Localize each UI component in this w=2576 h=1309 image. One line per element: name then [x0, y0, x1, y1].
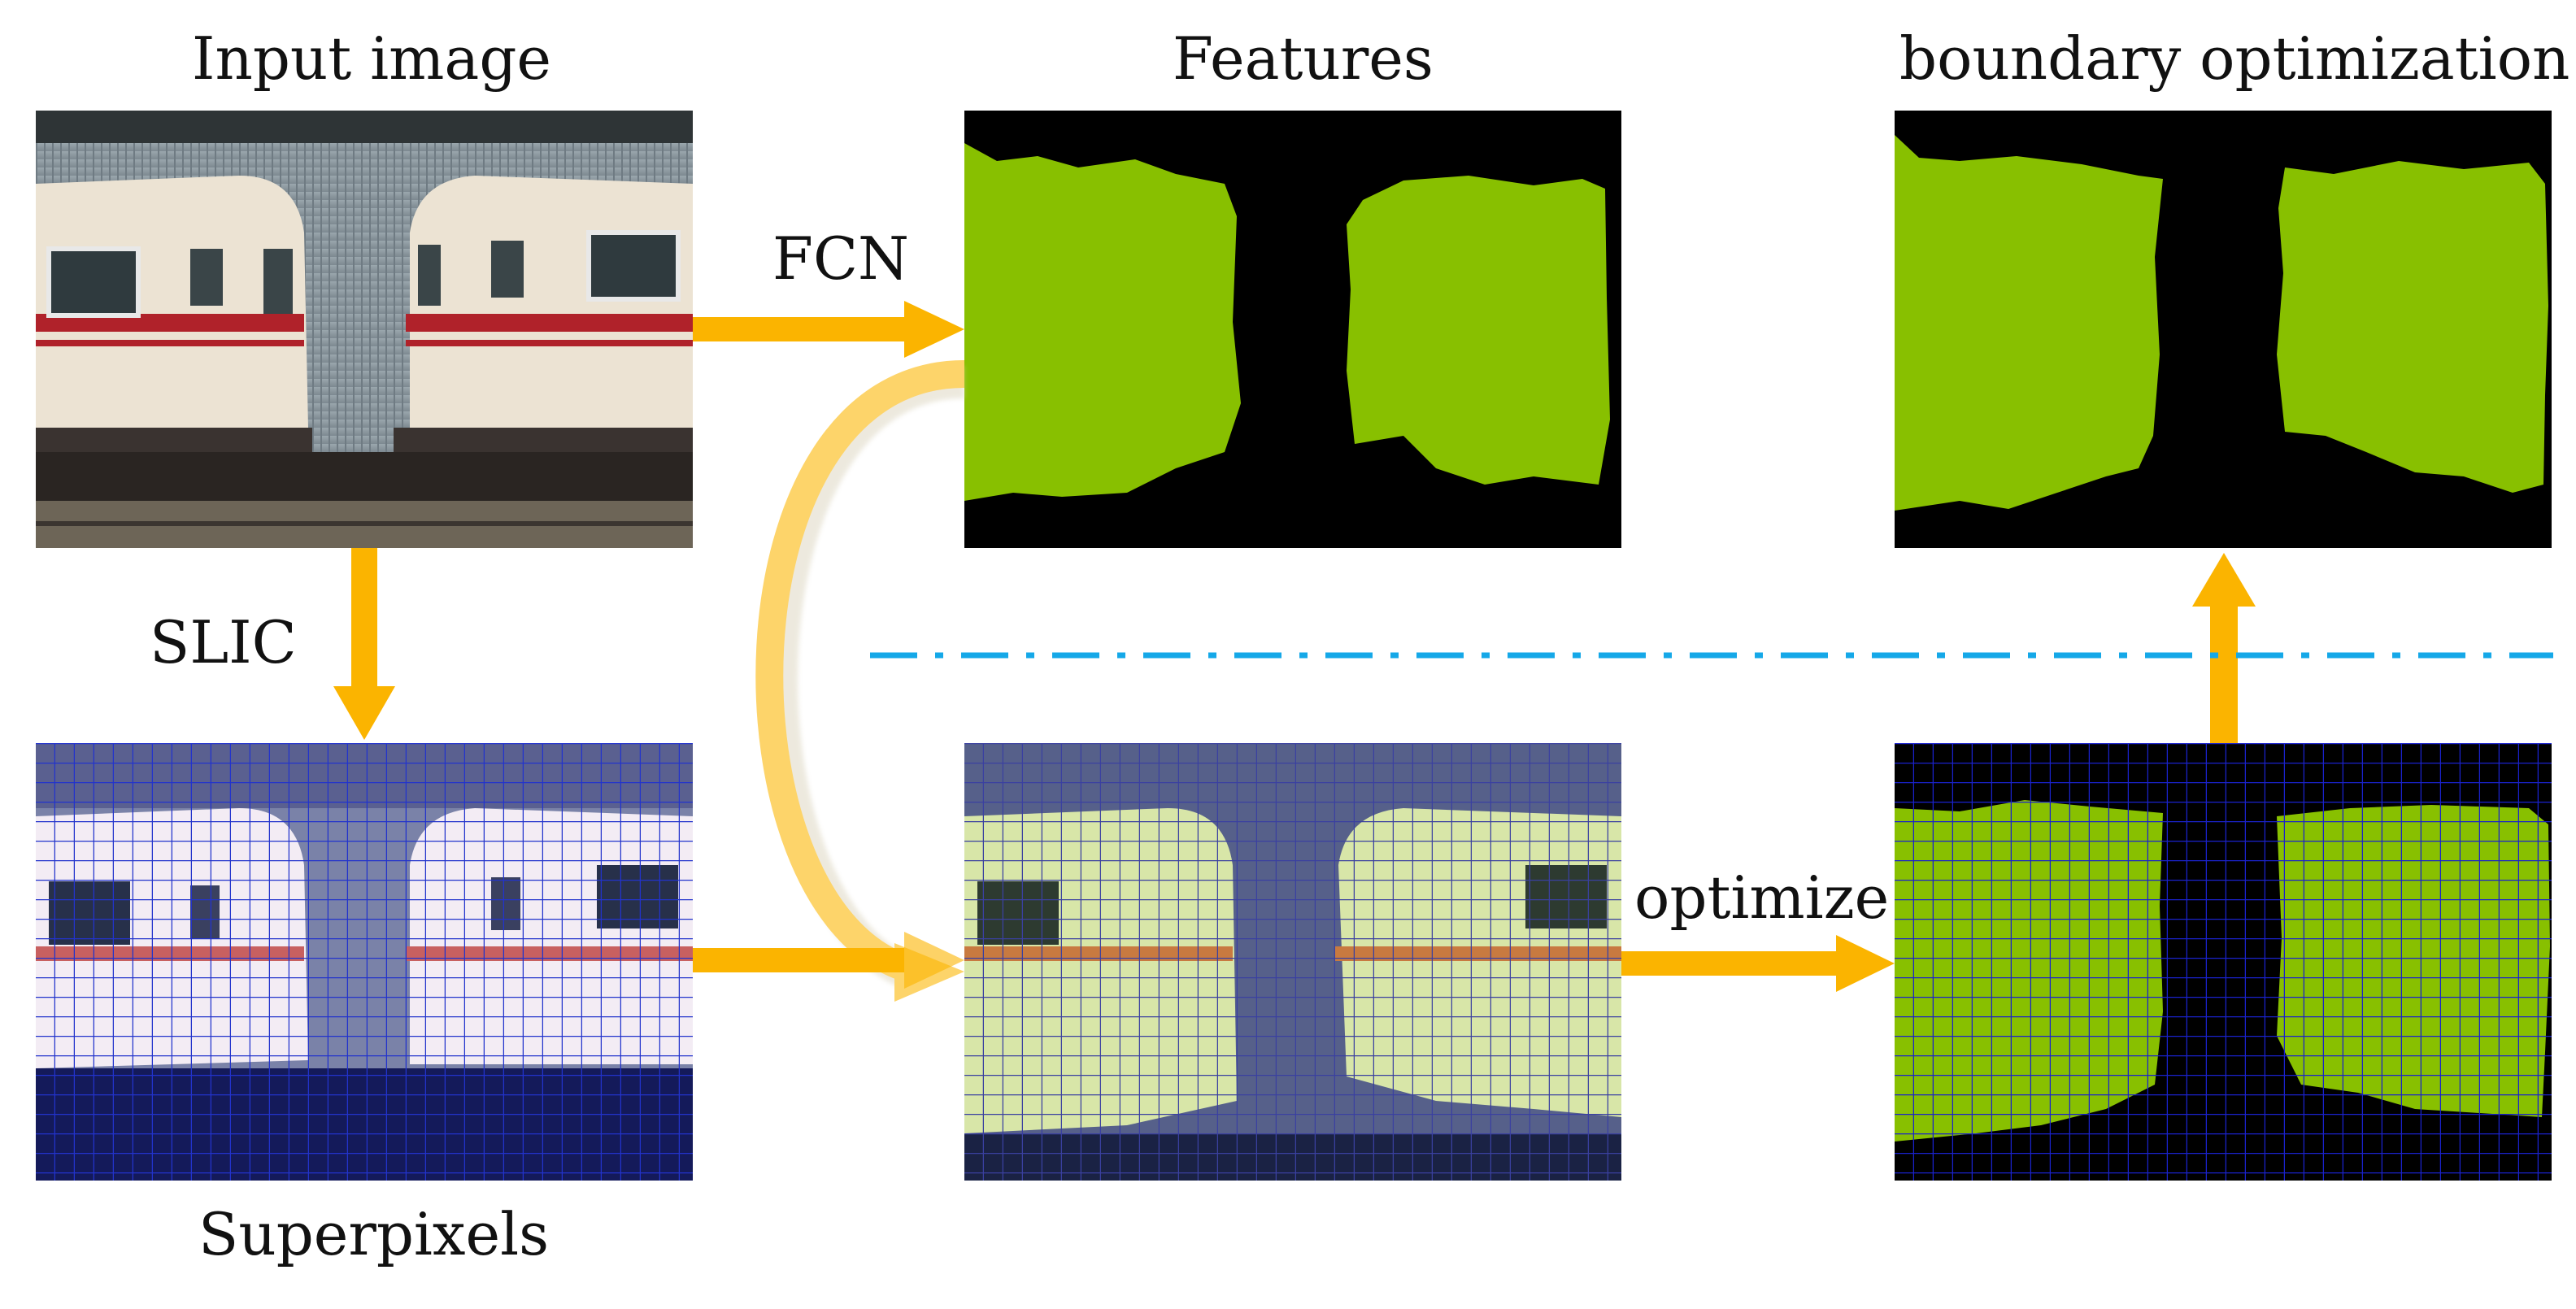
- features-to-combined-arrow: [755, 360, 965, 1002]
- superpixels-to-combined-arrow: [693, 932, 964, 989]
- input-image-panel: [36, 111, 693, 548]
- optimize-arrow: [1621, 935, 1895, 992]
- boundary-optimization-panel: [1895, 111, 2552, 548]
- combined-panel: [964, 743, 1621, 1181]
- superpixel-image: [36, 743, 693, 1181]
- superpixels-panel: [36, 743, 693, 1181]
- fcn-label: FCN: [772, 224, 910, 293]
- fcn-arrow: [693, 301, 964, 358]
- input-image-label: Input image: [192, 24, 552, 93]
- optimized-superpixel-mask: [1895, 743, 2552, 1181]
- superpixels-label: Superpixels: [198, 1200, 550, 1268]
- optimize-label: optimize: [1634, 863, 1890, 932]
- slic-label: SLIC: [150, 608, 297, 676]
- features-panel: [964, 111, 1621, 548]
- optimized-mask: [1895, 111, 2552, 548]
- fcn-mask: [964, 111, 1621, 548]
- boundary-optimization-label: boundary optimization: [1899, 24, 2570, 93]
- boundary-up-arrow: [2192, 553, 2256, 743]
- features-label: Features: [1173, 24, 1434, 93]
- optimized-superpixel-panel: [1895, 743, 2552, 1181]
- train-photo: [36, 111, 693, 548]
- slic-arrow: [333, 548, 395, 740]
- combined-image: [964, 743, 1621, 1181]
